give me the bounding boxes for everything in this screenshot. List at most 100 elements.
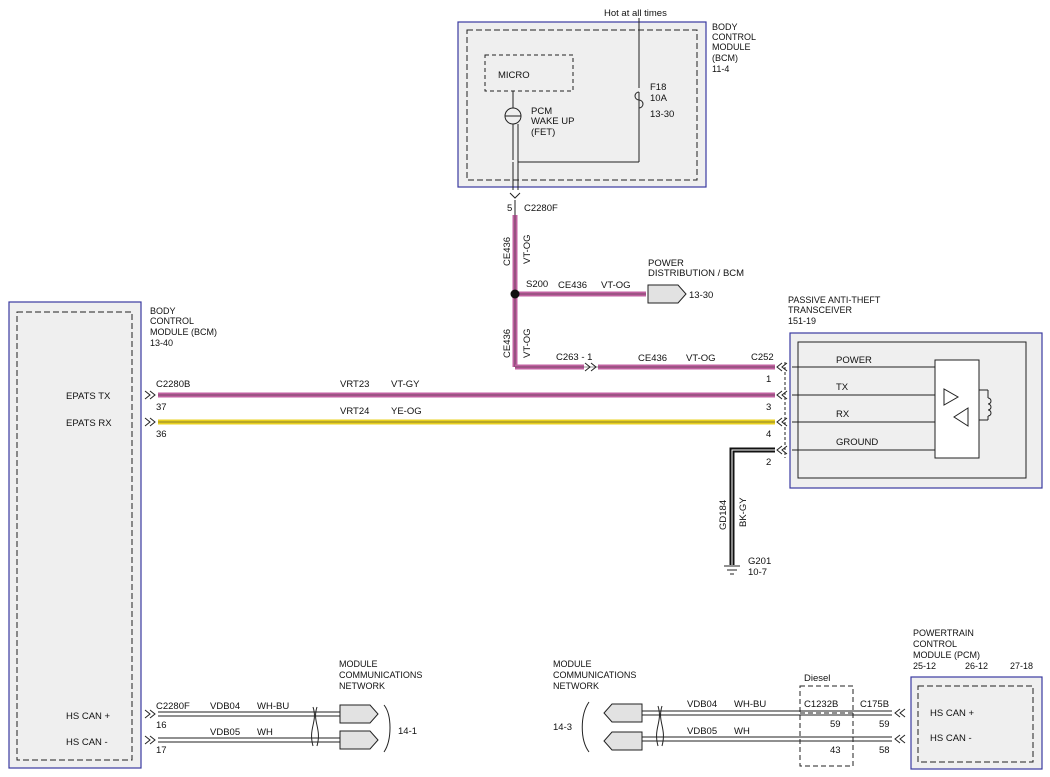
- svg-text:CONTROL: CONTROL: [712, 32, 756, 42]
- vt-gy-label: VT-GY: [391, 379, 420, 390]
- c175b-pin-plus: 59: [879, 719, 890, 730]
- fuse-line-3: 13-30: [650, 109, 674, 120]
- tx-pin-pats: 3: [766, 402, 771, 413]
- can-right-plus-color: WH-BU: [734, 699, 766, 710]
- can-left-minus-color: WH: [257, 727, 273, 738]
- bcm-top-name: BODY CONTROL MODULE (BCM) 11-4: [712, 22, 756, 74]
- fet-line-3: (FET): [531, 127, 555, 138]
- svg-text:11-4: 11-4: [712, 64, 729, 74]
- can-right-minus-circuit: VDB05: [687, 726, 717, 737]
- pats-pin-power: 1: [766, 374, 771, 385]
- rx-pin-bcm: 36: [156, 429, 167, 440]
- svg-text:MODULE (BCM): MODULE (BCM): [150, 327, 217, 337]
- hs-can-plus-label: HS CAN +: [66, 711, 111, 722]
- svg-text:MODULE: MODULE: [339, 659, 378, 669]
- bcm-left-module: EPATS TX EPATS RX HS CAN + HS CAN -: [8, 301, 142, 769]
- mcn-right-ref: 14-3: [553, 722, 572, 733]
- can-left-plus-pin: 16: [156, 720, 167, 731]
- can-right-plus-circuit: VDB04: [687, 699, 717, 710]
- ye-og-label: YE-OG: [391, 406, 422, 417]
- c175b-pin-minus: 58: [879, 745, 890, 756]
- c175b-label: C175B: [860, 699, 889, 710]
- vt-og-h1: VT-OG: [601, 280, 631, 291]
- pcm-hs-can-minus: HS CAN -: [930, 733, 972, 744]
- epats-tx-label: EPATS TX: [66, 391, 111, 402]
- pats-name: PASSIVE ANTI-THEFT TRANSCEIVER 151-19: [788, 295, 881, 326]
- c1232b-connector: [799, 685, 854, 767]
- svg-text:POWERTRAIN: POWERTRAIN: [913, 628, 974, 638]
- svg-text:TRANSCEIVER: TRANSCEIVER: [788, 305, 853, 315]
- hot-at-all-times-label: Hot at all times: [604, 8, 667, 19]
- c252-label: C252: [751, 352, 774, 363]
- power-dist-line-2: DISTRIBUTION / BCM: [648, 268, 744, 279]
- pats-ground-label: GROUND: [836, 437, 878, 448]
- vt-og-v2: VT-OG: [522, 328, 533, 358]
- c1232b-label: C1232B: [804, 699, 838, 710]
- svg-text:26-12: 26-12: [965, 661, 988, 671]
- ce436-h1: CE436: [558, 280, 587, 291]
- svg-text:COMMUNICATIONS: COMMUNICATIONS: [553, 670, 636, 680]
- svg-text:MODULE (PCM): MODULE (PCM): [913, 650, 980, 660]
- twisted-pair-marker: [311, 706, 315, 747]
- pats-power-label: POWER: [836, 355, 872, 366]
- svg-text:13-40: 13-40: [150, 338, 173, 348]
- g201-label: G201: [748, 556, 771, 567]
- svg-text:151-19: 151-19: [788, 316, 816, 326]
- mcn-left-connector-minus: [339, 730, 379, 750]
- svg-text:CONTROL: CONTROL: [150, 316, 194, 326]
- svg-text:MODULE: MODULE: [553, 659, 592, 669]
- can-left-minus-pin: 17: [156, 745, 167, 756]
- gd184-label: GD184: [718, 500, 729, 530]
- wire-gd184: [724, 447, 775, 575]
- vrt23-label: VRT23: [340, 379, 369, 390]
- power-dist-line-1: POWER: [648, 258, 684, 269]
- fet-line-2: WAKE UP: [531, 116, 574, 127]
- svg-text:NETWORK: NETWORK: [553, 681, 599, 691]
- ce436-v1: CE436: [502, 237, 513, 266]
- pats-connector-arrows: [776, 362, 788, 455]
- c263-label: C263 - 1: [556, 352, 592, 363]
- antenna-coil-icon: [987, 397, 992, 417]
- c2280b-label: C2280B: [156, 379, 190, 390]
- fuse-symbol: [634, 91, 644, 109]
- vt-og-h2: VT-OG: [686, 353, 716, 364]
- can-left-conn: C2280F: [156, 701, 190, 712]
- svg-text:MODULE: MODULE: [712, 42, 751, 52]
- vt-og-v1: VT-OG: [522, 234, 533, 264]
- bk-gy-label: BK-GY: [738, 497, 749, 527]
- ce436-h2: CE436: [638, 353, 667, 364]
- can-right-wires: [581, 685, 892, 767]
- diesel-label: Diesel: [804, 673, 830, 684]
- g201-ref: 10-7: [748, 567, 767, 578]
- can-left-plus-circuit: VDB04: [210, 701, 240, 712]
- svg-text:NETWORK: NETWORK: [339, 681, 385, 691]
- svg-text:PASSIVE ANTI-THEFT: PASSIVE ANTI-THEFT: [788, 295, 881, 305]
- tx-pin-bcm: 37: [156, 402, 167, 413]
- c1232b-pin-minus: 43: [830, 745, 841, 756]
- wire-ce436: [509, 162, 775, 372]
- fuse-line-2: 10A: [650, 93, 668, 104]
- svg-text:(BCM): (BCM): [712, 53, 738, 63]
- rx-pin-pats: 4: [766, 429, 771, 440]
- mcn-right-label: MODULE COMMUNICATIONS NETWORK: [553, 659, 636, 691]
- mcn-left-connector-plus: [339, 704, 379, 724]
- svg-text:COMMUNICATIONS: COMMUNICATIONS: [339, 670, 422, 680]
- pats-tx-label: TX: [836, 382, 849, 393]
- pats-rx-label: RX: [836, 409, 850, 420]
- c1232b-pin-plus: 59: [830, 719, 841, 730]
- can-right-minus-color: WH: [734, 726, 750, 737]
- pats-pin-ground: 2: [766, 457, 771, 468]
- svg-text:27-18: 27-18: [1010, 661, 1033, 671]
- can-left-minus-circuit: VDB05: [210, 727, 240, 738]
- mcn-right-connector-plus: [603, 703, 643, 723]
- splice-s200: [510, 289, 520, 299]
- epats-rx-label: EPATS RX: [66, 418, 112, 429]
- pcm-name: POWERTRAIN CONTROL MODULE (PCM) 25-12 26…: [913, 628, 1033, 671]
- power-dist-ref: 13-30: [689, 290, 713, 301]
- svg-text:BODY: BODY: [150, 306, 176, 316]
- bcm-left-connector-arrows: [144, 390, 156, 745]
- pcm-hs-can-plus: HS CAN +: [930, 708, 975, 719]
- mcn-right-connector-minus: [603, 731, 643, 751]
- vrt24-label: VRT24: [340, 406, 369, 417]
